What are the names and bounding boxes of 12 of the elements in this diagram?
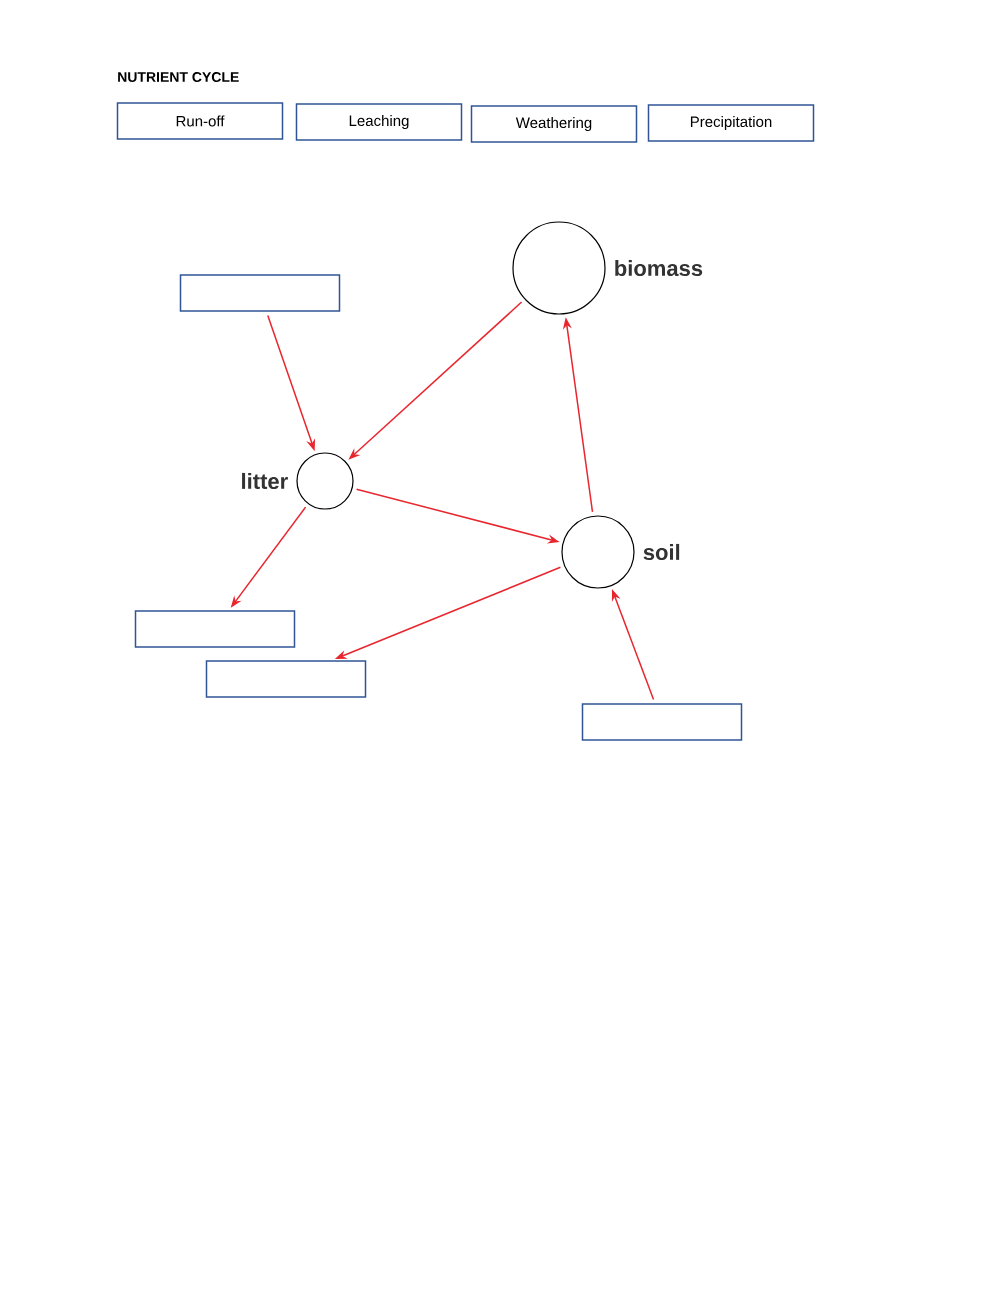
word-box: Precipitation xyxy=(647,104,815,142)
word-box: Run-off xyxy=(116,102,284,140)
answer-box xyxy=(581,703,743,741)
answer-box xyxy=(205,660,367,698)
circle-label: soil xyxy=(643,543,680,561)
answer-box xyxy=(134,610,296,648)
circle-label: biomass xyxy=(615,259,703,277)
title: NUTRIENT CYCLE xyxy=(118,72,239,82)
word-box: Weathering xyxy=(470,105,638,143)
circle-label: litter xyxy=(242,472,288,490)
answer-box xyxy=(179,274,341,312)
word-box: Leaching xyxy=(295,103,463,141)
